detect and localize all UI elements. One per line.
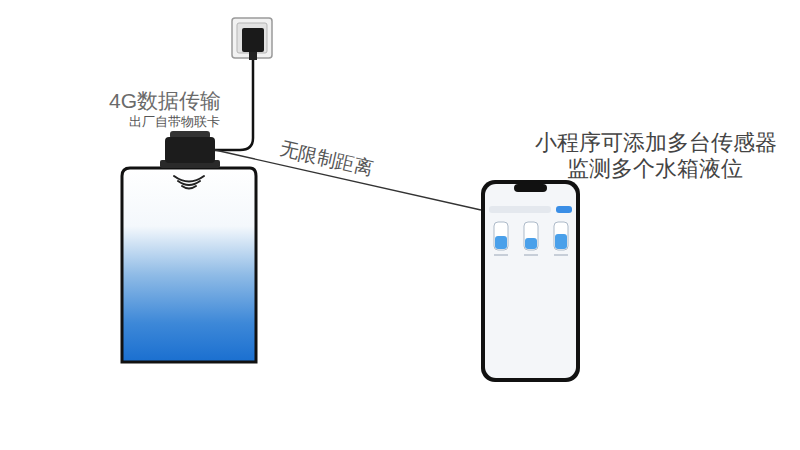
phone-node: 小程序可添加多台传感器监测多个水箱液位 [481,180,580,382]
sensor-node: 4G数据传输出厂自带物联卡 [165,137,215,163]
signal-icon [174,176,204,189]
water-tank [122,168,256,362]
phone [481,180,580,382]
wall-socket [232,18,272,60]
sub-label: 监测多个水箱液位 [567,154,743,184]
sub-label: 出厂自带物联卡 [129,113,220,131]
sensor-cap [160,131,220,168]
heading-label: 4G数据传输 [109,87,221,115]
heading-label: 小程序可添加多台传感器 [535,128,777,158]
